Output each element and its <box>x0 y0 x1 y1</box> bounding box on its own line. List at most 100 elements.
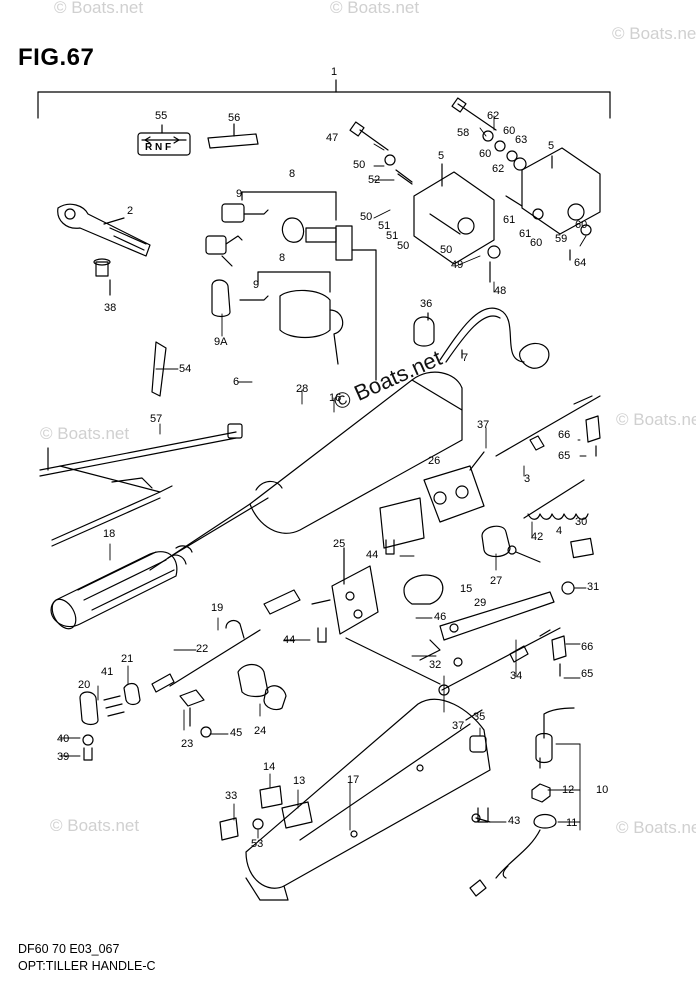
callout-1: 1 <box>331 66 338 78</box>
stop-switch-10 <box>535 707 575 769</box>
callout-53: 53 <box>251 838 264 850</box>
callout-9-upper: 9 <box>236 188 243 200</box>
ring-31 <box>561 581 575 595</box>
callout-49: 49 <box>451 259 464 271</box>
cable-clamp-23 <box>179 689 212 738</box>
key-switch-group-upper <box>205 191 377 381</box>
stop-switch-cable <box>439 307 550 369</box>
callout-60-a: 60 <box>503 125 516 137</box>
callout-60-c: 60 <box>575 219 588 231</box>
bolts-left-hardware <box>349 121 413 185</box>
callout-65-lower: 65 <box>581 668 594 680</box>
callout-62-b: 62 <box>492 163 505 175</box>
callout-57: 57 <box>150 413 163 425</box>
callout-32: 32 <box>429 659 442 671</box>
bolt-42 <box>507 545 541 563</box>
callout-64: 64 <box>574 257 587 269</box>
callout-37-upper: 37 <box>477 419 490 431</box>
key-switch-group-lower <box>211 271 344 365</box>
callout-61-a: 61 <box>503 214 516 226</box>
callout-8-lower: 8 <box>279 252 286 264</box>
callout-50-d: 50 <box>440 244 453 256</box>
callout-5-right: 5 <box>548 140 555 152</box>
callout-28: 28 <box>296 383 309 395</box>
callout-56: 56 <box>228 112 241 124</box>
callout-25: 25 <box>333 538 346 550</box>
callout-10: 10 <box>596 784 609 796</box>
callout-5-left: 5 <box>438 150 445 162</box>
callout-11: 11 <box>566 817 578 829</box>
spring-4 <box>523 479 589 520</box>
cable-clamp-24 <box>237 663 287 711</box>
watermark-top-right: © Boats.net <box>612 24 696 43</box>
label-plate <box>207 123 259 149</box>
callout-44-lower: 44 <box>283 634 296 646</box>
callout-51-a: 51 <box>378 220 391 232</box>
callout-65-upper: 65 <box>558 450 571 462</box>
callout-35: 35 <box>473 711 486 723</box>
shift-cable-34 <box>438 627 561 696</box>
bolts-right-hardware <box>451 97 592 283</box>
throttle-grip <box>50 551 178 630</box>
footer-diagram-name: OPT:TILLER HANDLE-C <box>18 959 156 973</box>
neutral-switch-assembly <box>379 451 485 549</box>
pin-part <box>93 258 111 296</box>
callout-23: 23 <box>181 738 194 750</box>
callout-59: 59 <box>555 233 568 245</box>
friction-plate-29 <box>419 591 555 661</box>
shift-plate-lettering: R N F <box>145 142 172 153</box>
watermark-bottom-right: © Boats.net <box>616 818 696 837</box>
bracket-66-upper <box>585 415 601 457</box>
callout-43: 43 <box>508 815 521 827</box>
callout-50-c: 50 <box>397 240 410 252</box>
shift-indicator-plate <box>137 124 191 156</box>
lanyard-11 <box>469 813 557 897</box>
callout-60-d: 60 <box>530 237 543 249</box>
shift-bracket-25 <box>311 539 441 685</box>
callout-60-b: 60 <box>479 148 492 160</box>
callout-30: 30 <box>575 516 588 528</box>
callout-4: 4 <box>556 525 563 537</box>
callout-8-upper: 8 <box>289 168 296 180</box>
callout-2: 2 <box>127 205 134 217</box>
callout-9a: 9A <box>214 336 228 348</box>
callout-36: 36 <box>420 298 433 310</box>
throttle-shaft-assembly <box>151 589 301 693</box>
callout-29: 29 <box>474 597 487 609</box>
throttle-lever-part <box>57 203 151 257</box>
tiller-arm-body <box>149 371 463 571</box>
callout-61-b: 61 <box>519 228 532 240</box>
callout-26: 26 <box>428 455 441 467</box>
watermark-top-left: © Boats.net <box>54 0 144 17</box>
callout-3: 3 <box>524 473 531 485</box>
callout-63: 63 <box>515 134 528 146</box>
bracket-66-lower <box>551 635 567 677</box>
grommet-part <box>413 312 435 347</box>
callout-17: 17 <box>347 774 360 786</box>
clip-13 <box>281 801 313 829</box>
bolt-43 <box>471 813 491 823</box>
callout-66-upper: 66 <box>558 429 571 441</box>
callout-50-b: 50 <box>360 211 373 223</box>
callout-7: 7 <box>462 352 469 364</box>
throttle-link-rod <box>39 341 243 547</box>
callout-18: 18 <box>103 528 116 540</box>
callout-9-lower: 9 <box>253 279 260 291</box>
callout-27: 27 <box>490 575 503 587</box>
callout-47: 47 <box>326 132 339 144</box>
callout-19: 19 <box>211 602 224 614</box>
assembly-bracket <box>37 79 611 119</box>
callout-13: 13 <box>293 775 306 787</box>
footer-diagram-code: DF60 70 E03_067 <box>18 942 120 956</box>
rubber-35 <box>469 735 487 753</box>
knob-15 <box>403 574 444 605</box>
callout-40: 40 <box>57 733 70 745</box>
throttle-stop-parts <box>79 682 141 761</box>
callout-62-a: 62 <box>487 110 500 122</box>
callout-14: 14 <box>263 761 276 773</box>
bracket-left <box>413 163 495 265</box>
callout-31: 31 <box>587 581 600 593</box>
callout-50-a: 50 <box>353 159 366 171</box>
callout-46: 46 <box>434 611 447 623</box>
